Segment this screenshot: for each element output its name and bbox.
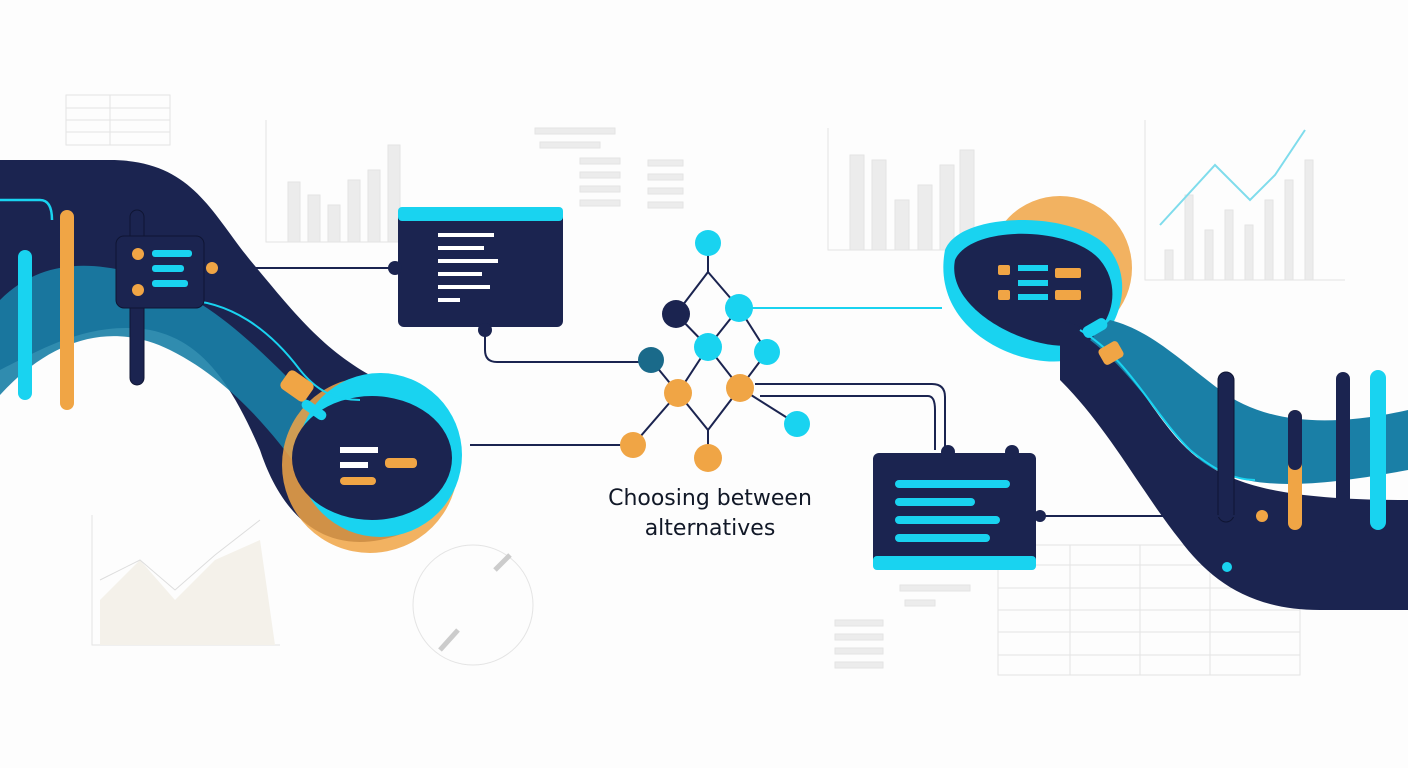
right-flow-shape: [943, 196, 1408, 610]
bar-chart-icon: [265, 120, 410, 243]
connector-dot: [1034, 510, 1046, 522]
left-flow-shape: [0, 160, 462, 553]
caption: Choosing between alternatives: [560, 484, 860, 544]
code-card-icon: [115, 235, 205, 309]
connector-dot: [206, 262, 218, 274]
line-chart-icon: [1144, 120, 1345, 281]
decision-tree-icon: [620, 230, 810, 472]
background-charts: [65, 94, 1345, 676]
caption-line-2: alternatives: [644, 516, 776, 541]
code-card-icon: [873, 445, 1036, 570]
area-chart-icon: [91, 515, 280, 646]
code-card-icon: [388, 207, 563, 337]
connector-lines: [212, 267, 1255, 517]
text-lines: [534, 127, 971, 669]
connector-dot: [1256, 510, 1268, 522]
pie-chart-icon: [412, 544, 534, 666]
table-icon: [65, 94, 1301, 676]
bar-chart-icon: [827, 128, 980, 251]
caption-line-1: Choosing between: [608, 486, 812, 511]
